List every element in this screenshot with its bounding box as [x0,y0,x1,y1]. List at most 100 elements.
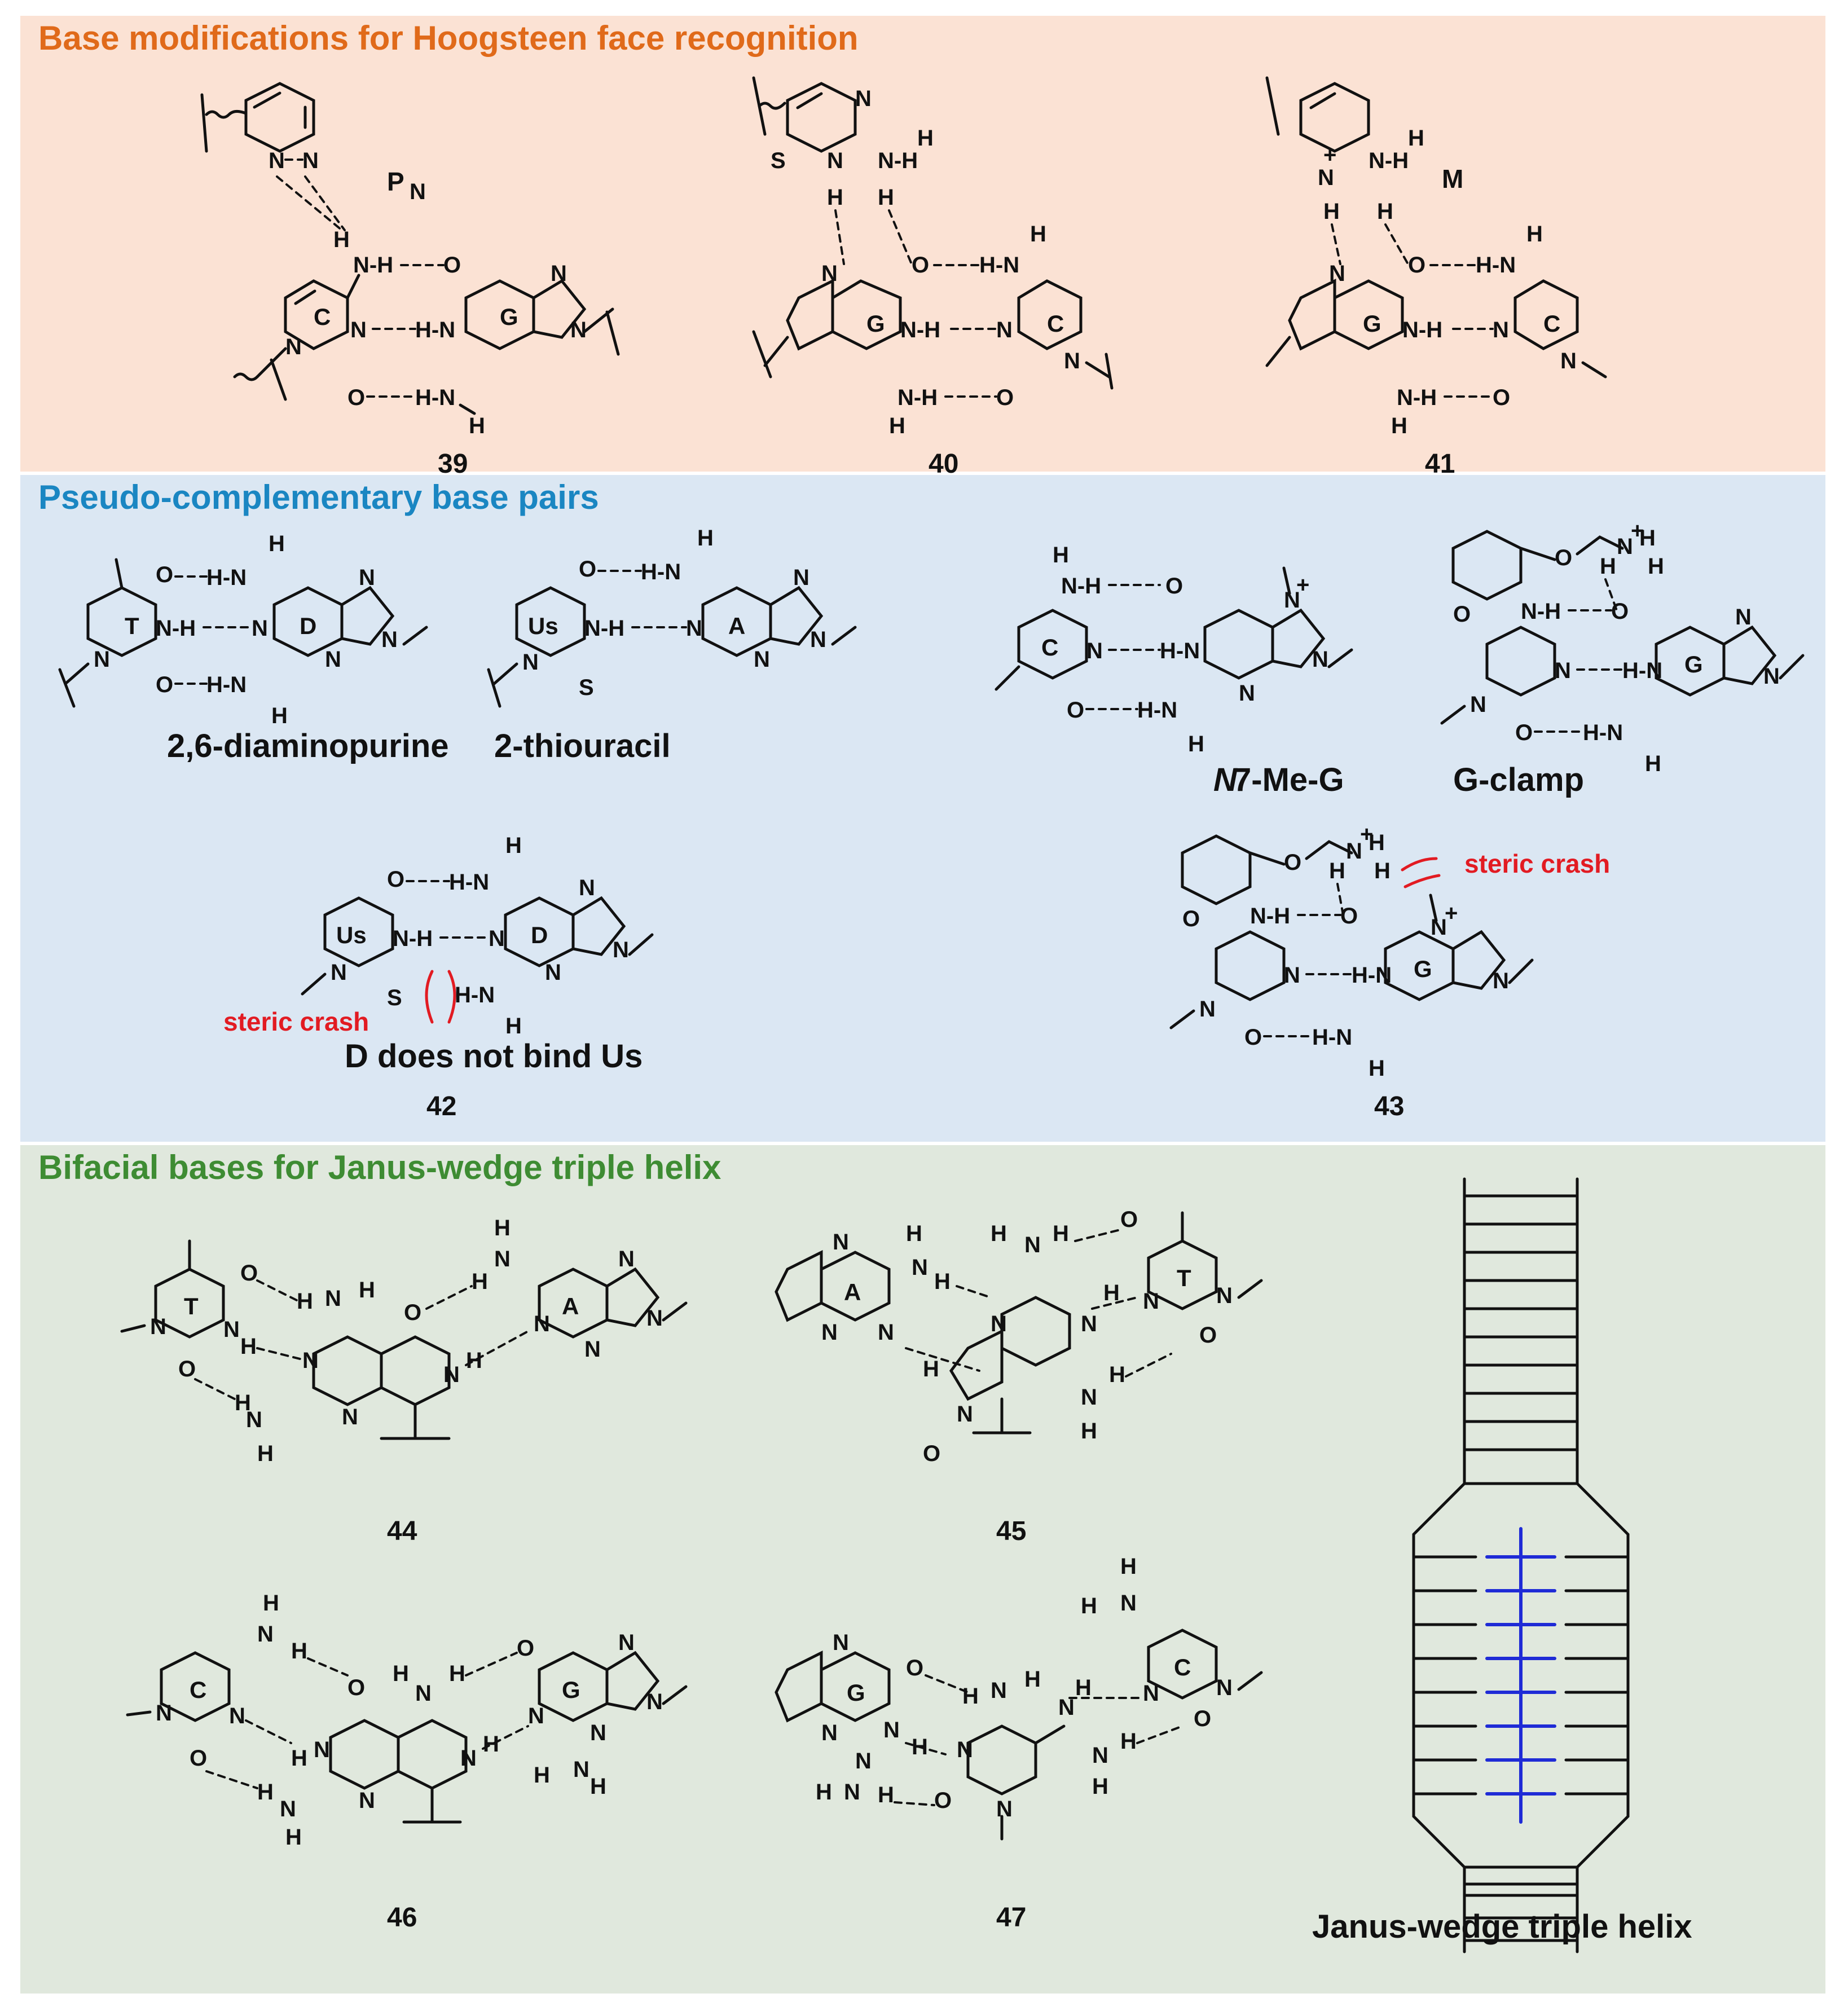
svg-text:O: O [178,1357,196,1381]
svg-text:N: N [528,1704,544,1728]
svg-text:N: N [534,1312,550,1336]
svg-text:H: H [534,1763,550,1788]
base-a: A [562,1293,579,1319]
svg-text:H: H [923,1357,939,1381]
svg-text:N: N [646,1689,663,1714]
svg-text:N: N [342,1405,358,1429]
svg-text:H: H [1374,859,1391,883]
svg-text:H: H [263,1591,279,1616]
svg-text:N: N [754,647,770,672]
svg-text:+: + [1360,822,1373,847]
svg-text:H: H [1024,1667,1041,1692]
svg-text:S: S [387,985,402,1010]
svg-text:O: O [1199,1323,1217,1348]
svg-text:H: H [991,1221,1007,1246]
svg-text:N: N [1493,318,1509,342]
svg-text:H-N: H-N [1160,639,1200,663]
svg-text:H-N: H-N [449,870,489,895]
svg-text:N: N [1143,1289,1159,1314]
svg-text:H: H [878,185,894,210]
base-g: G [847,1679,865,1706]
svg-text:N: N [94,647,110,672]
svg-text:N: N [1735,605,1752,630]
svg-text:N: N [1064,349,1080,373]
janus-wedge-schematic: Janus-wedge triple helix [1312,1177,1692,1953]
svg-text:H: H [483,1732,499,1757]
svg-text:H-N: H-N [206,565,247,590]
label-pn-sub: N [410,179,426,204]
svg-text:O: O [1408,253,1425,278]
svg-text:N-H: N-H [353,253,393,278]
compound-46: C N H H N O H N H N O H N H N N N H [126,1591,688,1933]
svg-text:+: + [1445,901,1458,926]
svg-text:H: H [917,126,934,151]
svg-text:+: + [1296,573,1309,597]
svg-text:H: H [1600,554,1616,579]
svg-text:H: H [1053,543,1069,567]
svg-text:N: N [1763,664,1780,689]
svg-text:N-H: N-H [1397,385,1437,410]
pair-t-d: T O H-N H N-H N N O H-N H D N N N 2,6-di… [58,531,449,764]
svg-text:N: N [1081,1385,1097,1410]
svg-text:H: H [269,531,285,556]
label-m: M [1442,164,1463,193]
svg-text:N: N [991,1312,1007,1336]
svg-text:H: H [1526,222,1543,247]
svg-text:H: H [1075,1675,1092,1700]
svg-text:O: O [579,557,596,582]
caption: 2-thiouracil [494,728,671,764]
svg-text:H: H [297,1289,313,1314]
svg-text:N: N [579,875,595,900]
svg-text:H: H [505,1014,522,1038]
svg-text:N: N [1199,997,1216,1022]
svg-text:H: H [1369,1056,1385,1081]
svg-text:H: H [271,703,288,728]
svg-text:N: N [325,1286,341,1311]
svg-text:O: O [1067,698,1084,723]
svg-text:N-H: N-H [1521,599,1561,624]
svg-text:O: O [1165,574,1183,599]
svg-text:N: N [314,1737,330,1762]
svg-text:H: H [393,1661,409,1686]
svg-text:H: H [1081,1419,1097,1444]
compound-41: + N N-H H M H H N G O H-N H N-H N N-H O … [1265,76,1607,479]
svg-text:H: H [962,1684,979,1709]
svg-text:N: N [1086,639,1103,663]
caption: 2,6-diaminopurine [167,728,449,764]
svg-text:H: H [1391,413,1407,438]
svg-text:N: N [350,318,367,342]
svg-text:H: H [1109,1362,1125,1387]
panel-janus-wedge: Bifacial bases for Janus-wedge triple he… [20,1145,1825,1994]
svg-text:N: N [833,1630,849,1655]
svg-text:N-H: N-H [1369,148,1409,173]
svg-text:N: N [269,148,285,173]
svg-text:H-N: H-N [1137,698,1177,723]
steric-crash-label: steric crash [1464,849,1610,878]
svg-text:N: N [912,1255,928,1280]
compound-44: T O H N H N H O H N H N N N O N H N [120,1216,688,1546]
svg-text:H: H [1323,199,1340,224]
svg-text:H: H [889,413,905,438]
svg-text:N: N [257,1622,274,1647]
svg-text:O: O [240,1261,258,1286]
panel-title: Bifacial bases for Janus-wedge triple he… [38,1148,721,1186]
svg-text:N: N [570,318,587,342]
base-t: T [184,1293,199,1319]
svg-text:H: H [1329,859,1345,883]
svg-text:N-H: N-H [156,616,196,641]
svg-text:H-N: H-N [1312,1025,1352,1050]
svg-text:N: N [1024,1233,1041,1257]
base-g: G [1363,310,1381,337]
compound-42: Us O H-N H N-H N N S H-N H D N N N steri… [223,833,654,1121]
svg-text:N-H: N-H [393,926,433,951]
svg-text:N: N [833,1230,849,1255]
svg-text:H-N: H-N [455,983,495,1007]
panel-hoogsteen-modifications: Base modifications for Hoogsteen face re… [20,16,1825,479]
janus-caption: Janus-wedge triple helix [1312,1908,1692,1945]
svg-text:O: O [1515,720,1533,745]
svg-text:H: H [449,1661,465,1686]
svg-text:N-H: N-H [1250,904,1290,929]
svg-text:N: N [460,1746,477,1771]
base-t: T [1177,1265,1191,1291]
svg-text:H: H [1639,526,1656,551]
